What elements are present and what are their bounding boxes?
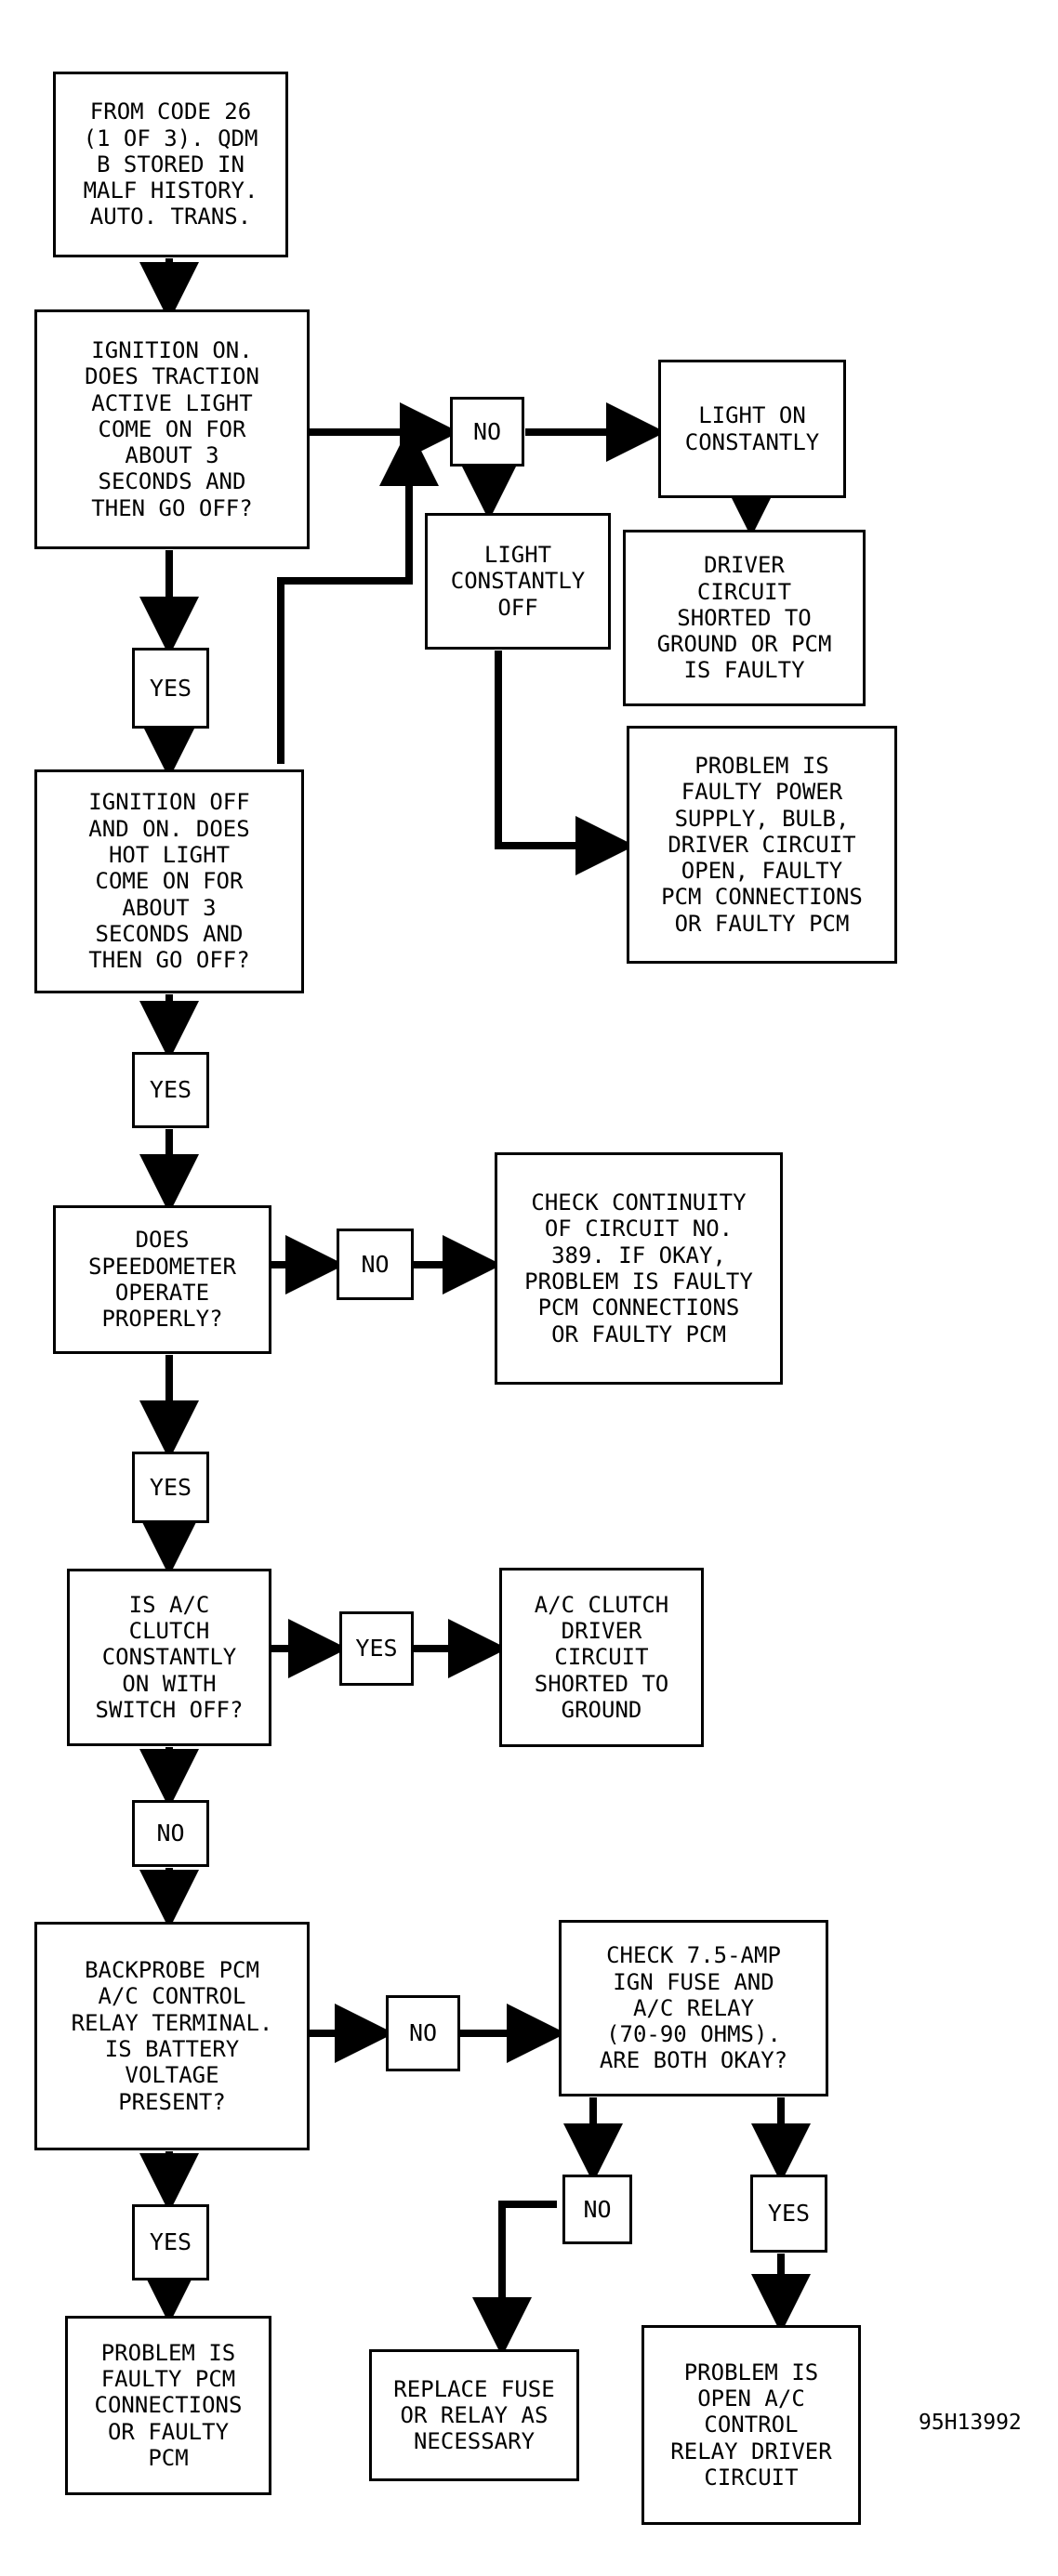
ac-clutch-question: IS A/C CLUTCH CONSTANTLY ON WITH SWITCH … — [67, 1569, 271, 1746]
no-label-5: NO — [562, 2175, 632, 2244]
traction-light-question: IGNITION ON. DOES TRACTION ACTIVE LIGHT … — [34, 309, 310, 549]
yes-label-1: YES — [132, 648, 209, 729]
yes-label-2: YES — [132, 1052, 209, 1128]
yes-label-6: YES — [750, 2175, 827, 2253]
faulty-pcm-box: PROBLEM IS FAULTY PCM CONNECTIONS OR FAU… — [65, 2316, 271, 2495]
driver-shorted-box: DRIVER CIRCUIT SHORTED TO GROUND OR PCM … — [623, 530, 866, 706]
figure-reference-number: 95H13992 — [919, 2411, 1022, 2435]
edge-light-off-to-power — [495, 651, 635, 875]
speedometer-question: DOES SPEEDOMETER OPERATE PROPERLY? — [53, 1205, 271, 1354]
start-box: FROM CODE 26 (1 OF 3). QDM B STORED IN M… — [53, 72, 288, 257]
yes-label-4: YES — [339, 1611, 414, 1686]
yes-label-3: YES — [132, 1452, 209, 1523]
open-relay-driver-box: PROBLEM IS OPEN A/C CONTROL RELAY DRIVER… — [641, 2325, 861, 2525]
edge-hot-to-recheck — [277, 427, 439, 764]
check-fuse-relay-box: CHECK 7.5-AMP IGN FUSE AND A/C RELAY (70… — [559, 1920, 828, 2096]
no-label-1: NO — [450, 397, 524, 467]
light-on-constantly-box: LIGHT ON CONSTANTLY — [658, 360, 846, 498]
ac-clutch-shorted-box: A/C CLUTCH DRIVER CIRCUIT SHORTED TO GRO… — [499, 1568, 704, 1747]
no-label-3: NO — [132, 1800, 209, 1867]
no-label-2: NO — [337, 1229, 414, 1300]
faulty-power-supply-box: PROBLEM IS FAULTY POWER SUPPLY, BULB, DR… — [627, 726, 897, 964]
backprobe-question: BACKPROBE PCM A/C CONTROL RELAY TERMINAL… — [34, 1922, 310, 2150]
edge-no-to-replace — [472, 2201, 557, 2357]
replace-fuse-relay-box: REPLACE FUSE OR RELAY AS NECESSARY — [369, 2349, 579, 2481]
no-label-4: NO — [386, 1995, 460, 2071]
yes-label-5: YES — [132, 2204, 209, 2280]
light-constantly-off-box: LIGHT CONSTANTLY OFF — [425, 513, 611, 650]
hot-light-question: IGNITION OFF AND ON. DOES HOT LIGHT COME… — [34, 769, 304, 993]
check-circuit-389-box: CHECK CONTINUITY OF CIRCUIT NO. 389. IF … — [495, 1152, 783, 1385]
